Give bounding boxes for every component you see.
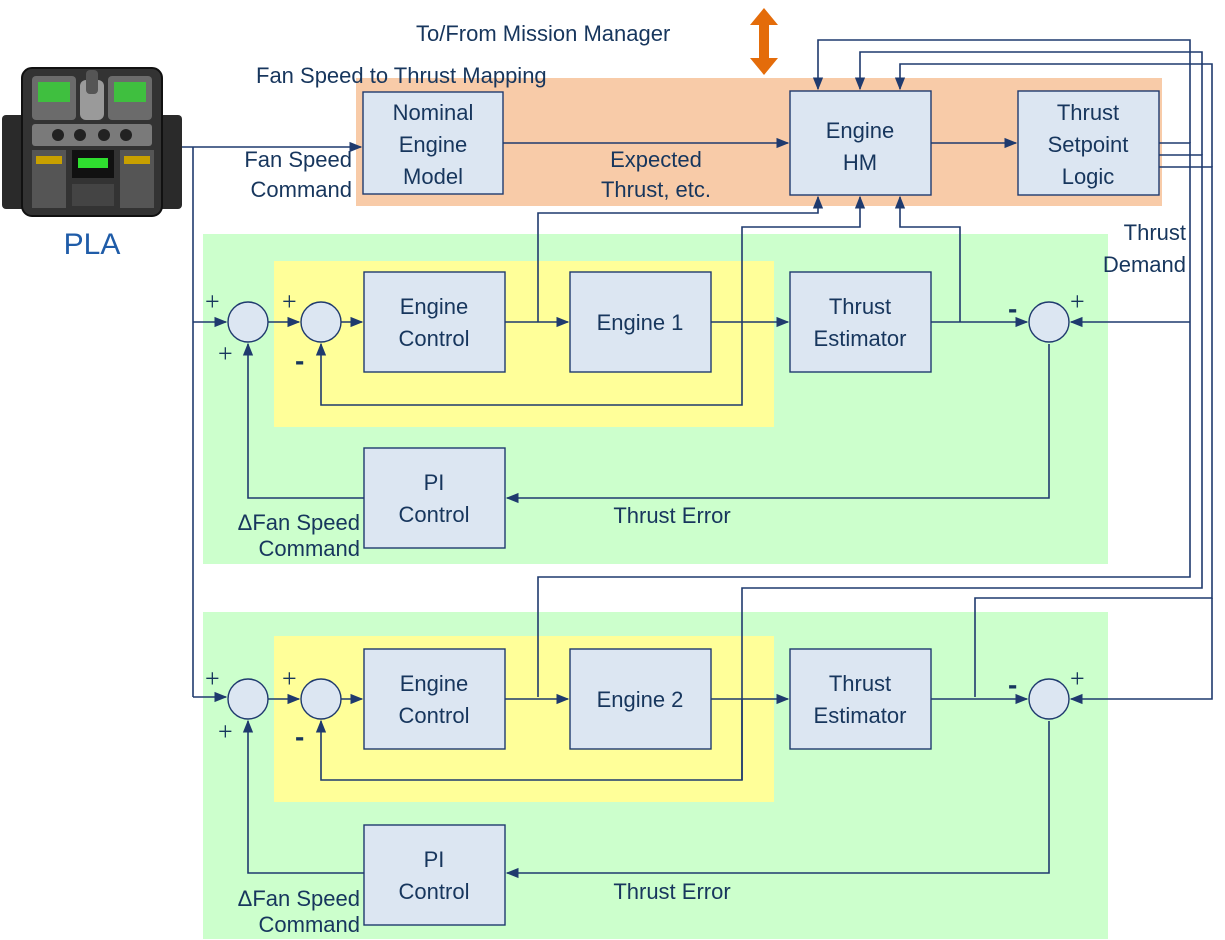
mission-manager-double-arrow	[750, 8, 778, 75]
engine2-error-sum	[1029, 679, 1069, 719]
engine2-delta-fan-line1: ΔFan Speed	[238, 886, 360, 911]
thrust-demand-line2: Demand	[1103, 252, 1186, 277]
engine-hm-block: Engine HM	[790, 91, 931, 195]
nominal-engine-model-line2: Engine	[399, 132, 468, 157]
thrust-setpoint-logic-line3: Logic	[1062, 164, 1115, 189]
engine1-error-sum	[1029, 302, 1069, 342]
engine2-delta-fan-line2: Command	[259, 912, 360, 937]
engine1-outer-plus-top: +	[205, 287, 220, 316]
throttle-console-icon	[2, 68, 182, 216]
engine1-control-line2: Control	[399, 326, 470, 351]
engine-hm-line1: Engine	[826, 118, 895, 143]
engine-hm-line2: HM	[843, 150, 877, 175]
engine1-error-plus: +	[1070, 287, 1085, 316]
engine1-error-minus: -	[1008, 293, 1017, 324]
engine1-control-block: Engine Control	[364, 272, 505, 372]
engine2-pi-line2: Control	[399, 879, 470, 904]
engine1-pi-control-block: PI Control	[364, 448, 505, 548]
engine2-inner-minus: -	[295, 721, 304, 752]
engine1-delta-fan-line2: Command	[259, 536, 360, 561]
engine1-thrust-estimator-block: Thrust Estimator	[790, 272, 931, 372]
thrust-setpoint-logic-block: Thrust Setpoint Logic	[1018, 91, 1159, 195]
engine2-block: Engine 2	[570, 649, 711, 749]
engine2-error-plus: +	[1070, 664, 1085, 693]
thrust-setpoint-logic-line1: Thrust	[1057, 100, 1119, 125]
engine1-outer-plus-bottom: +	[218, 339, 233, 368]
engine1-estimator-line1: Thrust	[829, 294, 891, 319]
engine1-inner-sum	[301, 302, 341, 342]
engine1-label: Engine 1	[597, 310, 684, 335]
thrust-demand-line1: Thrust	[1124, 220, 1186, 245]
engine1-delta-fan-line1: ΔFan Speed	[238, 510, 360, 535]
engine1-pi-line1: PI	[424, 470, 445, 495]
engine2-outer-plus-top: +	[205, 664, 220, 693]
engine2-thrust-estimator-block: Thrust Estimator	[790, 649, 931, 749]
thrust-setpoint-logic-line2: Setpoint	[1048, 132, 1129, 157]
engine1-thrust-error-label: Thrust Error	[613, 503, 730, 528]
engine1-pi-line2: Control	[399, 502, 470, 527]
engine1-inner-plus: +	[282, 287, 297, 316]
engine2-error-minus: -	[1008, 669, 1017, 700]
mapping-title: Fan Speed to Thrust Mapping	[256, 63, 547, 88]
mission-manager-label: To/From Mission Manager	[416, 21, 670, 46]
engine2-control-block: Engine Control	[364, 649, 505, 749]
engine2-thrust-error-label: Thrust Error	[613, 879, 730, 904]
engine2-outer-sum	[228, 679, 268, 719]
engine2-control-line1: Engine	[400, 671, 469, 696]
engine2-inner-sum	[301, 679, 341, 719]
nominal-engine-model-line3: Model	[403, 164, 463, 189]
engine1-inner-minus: -	[295, 345, 304, 376]
nominal-engine-model-block: Nominal Engine Model	[363, 92, 503, 194]
engine2-outer-plus-bottom: +	[218, 717, 233, 746]
engine2-label: Engine 2	[597, 687, 684, 712]
fan-speed-command-line1: Fan Speed	[244, 147, 352, 172]
engine2-estimator-line2: Estimator	[814, 703, 907, 728]
engine2-estimator-line1: Thrust	[829, 671, 891, 696]
expected-thrust-line1: Expected	[610, 147, 702, 172]
engine2-control-line2: Control	[399, 703, 470, 728]
expected-thrust-line2: Thrust, etc.	[601, 177, 711, 202]
engine2-inner-plus: +	[282, 664, 297, 693]
engine1-control-line1: Engine	[400, 294, 469, 319]
engine1-outer-sum	[228, 302, 268, 342]
engine1-estimator-line2: Estimator	[814, 326, 907, 351]
engine1-block: Engine 1	[570, 272, 711, 372]
engine2-pi-line1: PI	[424, 847, 445, 872]
fan-speed-command-line2: Command	[251, 177, 352, 202]
pla-label: PLA	[64, 228, 121, 261]
engine2-pi-control-block: PI Control	[364, 825, 505, 925]
nominal-engine-model-line1: Nominal	[393, 100, 474, 125]
